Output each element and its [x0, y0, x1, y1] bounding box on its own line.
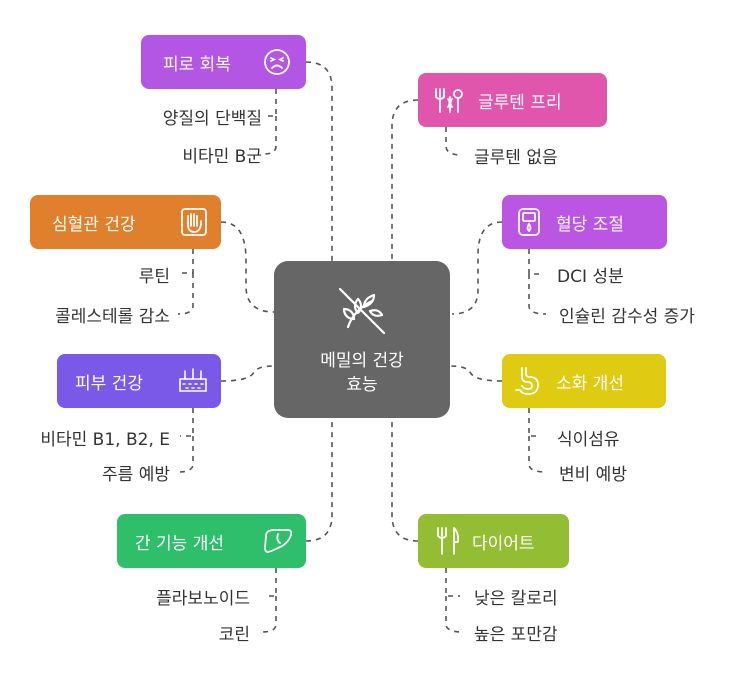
leaf-gluten-1: 글루텐 없음 — [474, 143, 558, 168]
leaf-sugar-1: DCI 성분 — [557, 262, 624, 287]
tired-face-icon — [262, 47, 292, 77]
wheat-tools-icon — [432, 85, 464, 115]
connector-cardio — [220, 221, 275, 313]
connector-diet — [391, 418, 419, 542]
leaf-connector-diet-1 — [445, 568, 460, 597]
stomach-icon — [512, 365, 544, 397]
leaf-diet-2-label: 높은 포만감 — [474, 625, 558, 645]
leaf-connector-digest-1 — [528, 408, 540, 437]
leaf-connector-fatigue-2 — [263, 116, 277, 155]
node-fatigue: 피로 회복 — [141, 35, 306, 89]
node-fatigue-label: 피로 회복 — [163, 54, 231, 75]
crossed-grain-icon — [334, 283, 390, 343]
hand-icon — [179, 206, 209, 238]
leaf-liver-2-label: 코린 — [218, 625, 250, 645]
leaf-connector-fatigue-1 — [265, 89, 277, 117]
leaf-gluten-1-label: 글루텐 없음 — [474, 148, 558, 168]
leaf-liver-1-label: 플라보노이드 — [156, 589, 250, 609]
leaf-connector-cardio-2 — [177, 273, 194, 315]
leaf-digest-1: 식이섬유 — [557, 425, 620, 450]
node-cardio-label: 심혈관 건강 — [52, 214, 136, 235]
center-node: 메밀의 건강 효능 — [274, 261, 450, 418]
leaf-connector-skin-2 — [177, 436, 194, 473]
leaf-skin-2-label: 주름 예방 — [102, 465, 170, 485]
leaf-connector-liver-1 — [264, 568, 277, 597]
fork-knife-icon — [434, 525, 460, 557]
leaf-liver-1: 플라보노이드 — [156, 584, 250, 609]
leaf-connector-liver-2 — [261, 596, 277, 633]
leaf-diet-2: 높은 포만감 — [474, 620, 558, 645]
leaf-connector-diet-2 — [445, 596, 463, 633]
leaf-fatigue-1-label: 양질의 단백질 — [162, 109, 262, 129]
leaf-connector-cardio-1 — [180, 249, 194, 274]
leaf-connector-digest-2 — [528, 436, 547, 473]
center-title: 메밀의 건강 효능 — [320, 351, 404, 395]
connector-gluten — [391, 99, 419, 261]
skin-layers-icon — [177, 367, 209, 395]
leaf-cardio-1: 루틴 — [139, 262, 170, 287]
node-sugar-label: 혈당 조절 — [556, 214, 624, 235]
leaf-cardio-2: 콜레스테롤 감소 — [55, 302, 170, 327]
node-skin: 피부 건강 — [57, 354, 221, 408]
leaf-diet-1-label: 낮은 칼로리 — [474, 589, 558, 609]
leaf-fatigue-2-label: 비타민 B군 — [182, 147, 262, 167]
connector-liver — [305, 418, 333, 542]
connector-skin — [220, 365, 275, 382]
leaf-connector-gluten-1 — [445, 127, 463, 156]
leaf-fatigue-2: 비타민 B군 — [182, 142, 262, 167]
leaf-liver-2: 코린 — [219, 620, 250, 645]
node-sugar: 혈당 조절 — [502, 195, 667, 249]
leaf-connector-sugar-2 — [528, 274, 547, 315]
leaf-sugar-2: 인슐린 감수성 증가 — [559, 302, 695, 327]
connector-sugar — [451, 221, 503, 315]
glucose-meter-icon — [516, 206, 542, 238]
node-gluten-label: 글루텐 프리 — [478, 92, 562, 113]
node-diet-label: 다이어트 — [472, 533, 535, 554]
leaf-fatigue-1: 양질의 단백질 — [163, 104, 262, 129]
leaf-diet-1: 낮은 칼로리 — [474, 584, 558, 609]
liver-icon — [262, 526, 294, 556]
leaf-sugar-2-label: 인슐린 감수성 증가 — [559, 307, 695, 327]
node-cardio: 심혈관 건강 — [30, 195, 221, 249]
leaf-connector-skin-1 — [180, 408, 194, 437]
connector-fatigue — [305, 61, 333, 261]
leaf-connector-sugar-1 — [528, 249, 540, 275]
node-digest-label: 소화 개선 — [556, 373, 624, 394]
leaf-skin-1: 비타민 B1, B2, E — [40, 425, 170, 450]
leaf-skin-2: 주름 예방 — [102, 460, 170, 485]
leaf-digest-2: 변비 예방 — [559, 460, 627, 485]
node-gluten: 글루텐 프리 — [418, 73, 607, 127]
node-liver-label: 간 기능 개선 — [135, 533, 225, 554]
leaf-cardio-1-label: 루틴 — [138, 267, 170, 287]
node-diet: 다이어트 — [418, 514, 569, 568]
leaf-cardio-2-label: 콜레스테롤 감소 — [55, 307, 170, 327]
node-digest: 소화 개선 — [502, 354, 666, 408]
connector-digest — [449, 365, 503, 382]
node-liver: 간 기능 개선 — [117, 514, 306, 568]
leaf-skin-1-label: 비타민 B1, B2, E — [40, 430, 170, 450]
leaf-sugar-1-label: DCI 성분 — [557, 267, 624, 287]
leaf-digest-2-label: 변비 예방 — [559, 465, 627, 485]
leaf-digest-1-label: 식이섬유 — [557, 430, 620, 450]
node-skin-label: 피부 건강 — [75, 373, 143, 394]
